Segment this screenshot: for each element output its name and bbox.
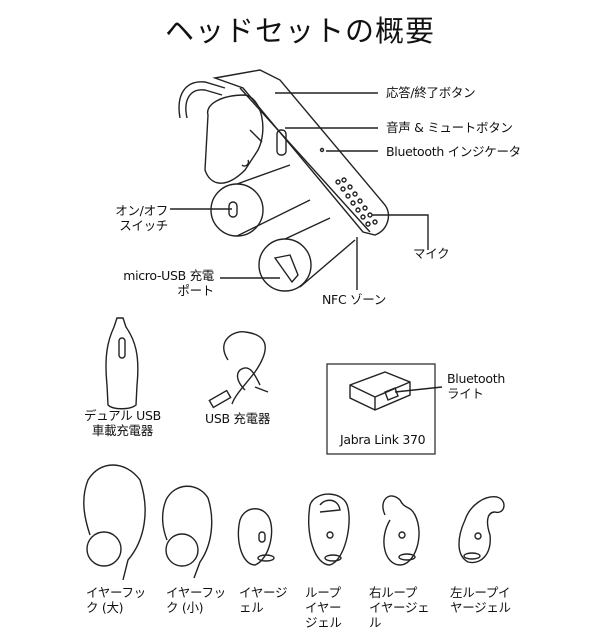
label-line: Bluetooth bbox=[447, 371, 505, 386]
label-on-off-switch: オン/オフ スイッチ bbox=[90, 203, 168, 233]
label-usb-charger: USB 充電器 bbox=[205, 411, 271, 426]
jabra-link-box bbox=[326, 363, 436, 455]
label-loop-eargel: ループ イヤー ジェル bbox=[305, 585, 342, 630]
label-line: ェル bbox=[239, 600, 264, 615]
label-line: ク (大) bbox=[86, 600, 124, 615]
label-earhook-small: イヤーフッ ク (小) bbox=[166, 585, 226, 615]
label-line: イヤージ bbox=[239, 585, 288, 600]
label-line: ル bbox=[369, 615, 382, 630]
earhook-small-illustration bbox=[161, 485, 213, 579]
label-answer-end-button: 応答/終了ボタン bbox=[386, 85, 476, 100]
loop-eargel-illustration bbox=[308, 493, 350, 566]
switch-detail-circle bbox=[210, 164, 311, 237]
label-micro-usb-port: micro-USB 充電 ポート bbox=[100, 268, 214, 298]
label-line: ライト bbox=[447, 386, 484, 401]
usb-cable-illustration bbox=[208, 331, 269, 409]
label-line: 左ループイ bbox=[450, 585, 511, 600]
usb-port-detail-circle bbox=[258, 217, 356, 292]
label-line: ヤージェル bbox=[450, 600, 511, 615]
label-bluetooth-indicator: Bluetooth インジケータ bbox=[386, 144, 521, 159]
diagram-illustration bbox=[83, 69, 505, 581]
label-loop-eargel-right: 右ループ イヤージェ ル bbox=[369, 585, 430, 630]
label-line: デュアル USB bbox=[84, 408, 161, 423]
label-line: ポート bbox=[177, 283, 214, 298]
label-microphone: マイク bbox=[413, 246, 450, 261]
label-line: micro-USB 充電 bbox=[123, 268, 214, 283]
label-line: 車載充電器 bbox=[91, 423, 153, 438]
label-line: イヤージェ bbox=[369, 600, 430, 615]
label-line: イヤーフッ bbox=[86, 585, 146, 600]
label-line: イヤーフッ bbox=[166, 585, 226, 600]
label-eargel: イヤージ ェル bbox=[239, 585, 287, 615]
label-bluetooth-light: Bluetooth ライト bbox=[447, 371, 505, 401]
label-jabra-link: Jabra Link 370 bbox=[340, 432, 426, 447]
label-car-charger: デュアル USB 車載充電器 bbox=[84, 408, 161, 438]
earhook-large-illustration bbox=[83, 464, 146, 581]
label-line: ジェル bbox=[305, 615, 342, 630]
jabra-link-dongle-illustration bbox=[349, 371, 411, 411]
page-title: ヘッドセットの概要 bbox=[164, 14, 435, 48]
label-line: ク (小) bbox=[166, 600, 204, 615]
loop-eargel-left-illustration bbox=[458, 496, 505, 564]
label-nfc-zone: NFC ゾーン bbox=[322, 292, 387, 307]
eargel-illustration bbox=[237, 508, 275, 566]
headset-illustration bbox=[178, 69, 390, 236]
label-earhook-large: イヤーフッ ク (大) bbox=[86, 585, 146, 615]
label-loop-eargel-left: 左ループイ ヤージェル bbox=[450, 585, 511, 615]
label-volume-mute-button: 音声 & ミュートボタン bbox=[386, 120, 513, 135]
label-line: スイッチ bbox=[119, 218, 168, 233]
label-line: ループ bbox=[305, 585, 341, 600]
car-charger-illustration bbox=[105, 317, 139, 410]
mic-grille-icon bbox=[335, 177, 378, 227]
label-line: イヤー bbox=[305, 600, 342, 615]
label-line: 右ループ bbox=[369, 585, 418, 600]
loop-eargel-right-illustration bbox=[382, 495, 420, 566]
label-line: オン/オフ bbox=[115, 203, 168, 218]
